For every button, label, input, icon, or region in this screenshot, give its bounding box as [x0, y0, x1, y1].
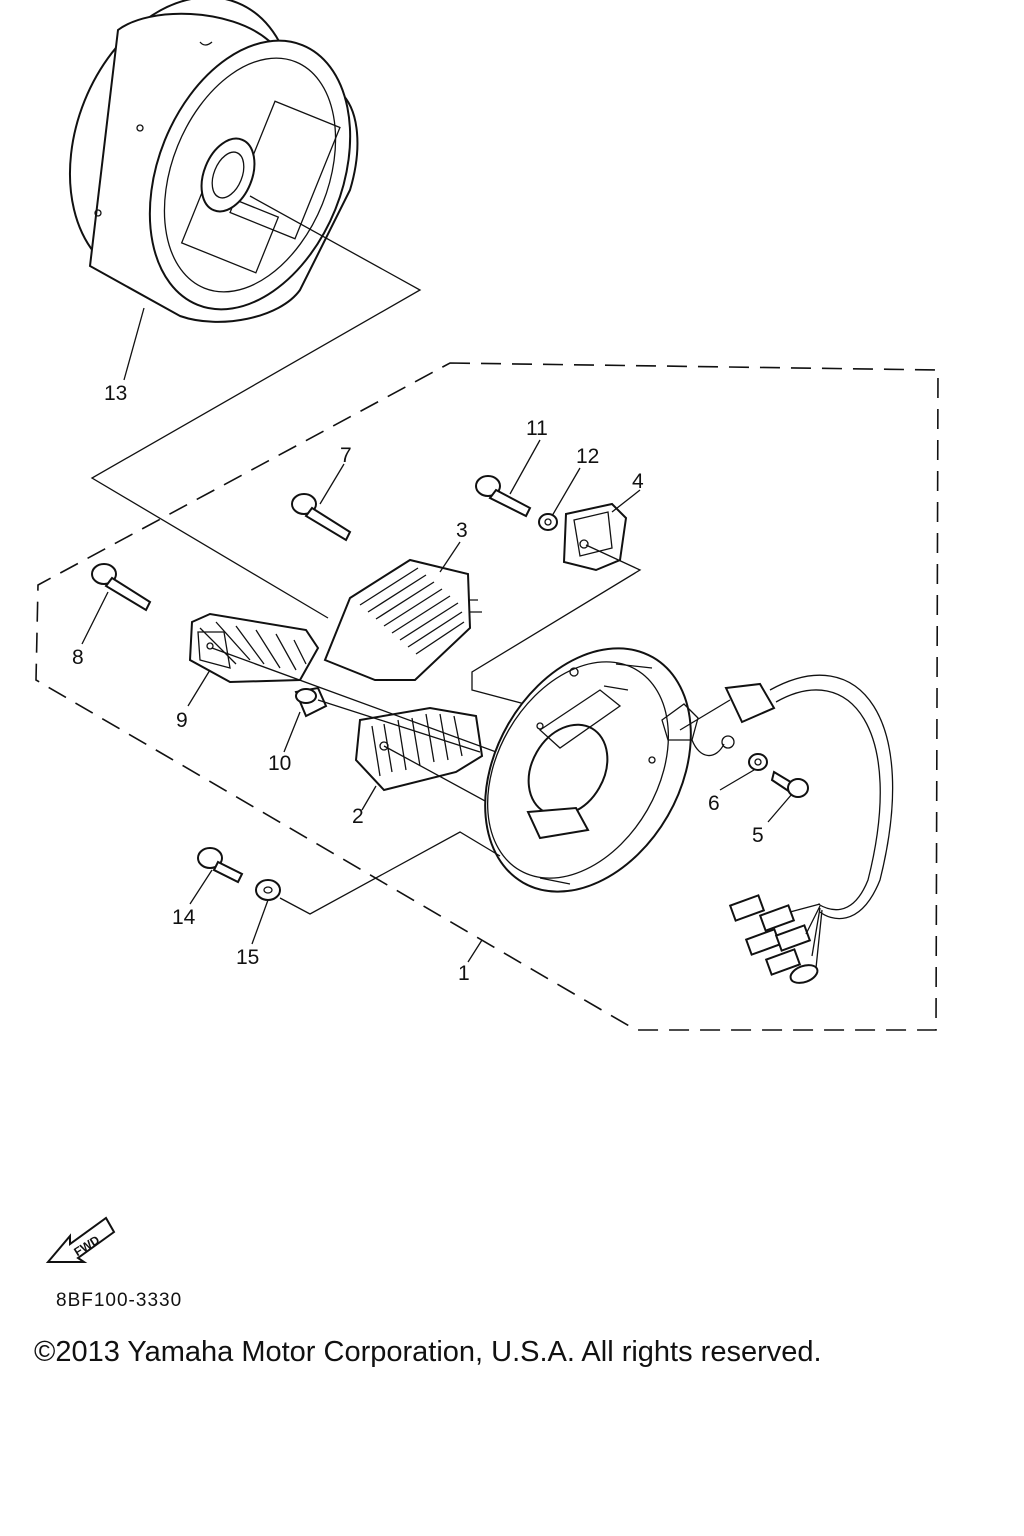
part-7-screw — [291, 493, 352, 542]
callout-leaders — [81, 307, 793, 963]
part-15-washer — [255, 879, 281, 901]
fwd-arrow-icon: FWD — [45, 1216, 116, 1263]
callout-3: 3 — [456, 519, 468, 542]
callout-5: 5 — [752, 824, 764, 847]
part-12-washer — [538, 513, 558, 531]
callout-6: 6 — [708, 792, 720, 815]
callout-9: 9 — [176, 709, 188, 732]
part-9-coil — [188, 612, 320, 684]
part-11-screw — [475, 475, 532, 518]
callout-10: 10 — [268, 752, 291, 775]
part-5-screw — [770, 770, 809, 798]
rotor-leader-lines — [90, 195, 422, 619]
callout-1: 1 — [458, 962, 470, 985]
part-4-pulser-coil — [562, 502, 628, 572]
pulser-leader — [471, 544, 642, 709]
part-10-collar — [294, 686, 328, 718]
diagram-code: 8BF100-3330 — [56, 1290, 183, 1311]
callout-13: 13 — [104, 382, 127, 405]
callout-11: 11 — [526, 417, 548, 440]
part-8-screw — [91, 563, 152, 612]
wire-connectors — [728, 894, 823, 984]
callout-2: 2 — [352, 805, 364, 828]
callout-12: 12 — [576, 445, 599, 468]
callout-4: 4 — [632, 470, 644, 493]
part-6-washer — [748, 753, 768, 771]
washer-leader — [279, 831, 501, 915]
copyright-notice: ©2013 Yamaha Motor Corporation, U.S.A. A… — [34, 1336, 822, 1368]
part-14-screw — [197, 847, 244, 884]
callout-7: 7 — [340, 444, 352, 467]
exploded-parts-diagram: 13 11 12 4 7 3 8 9 10 2 6 5 14 15 1 FWD — [35, 0, 939, 1263]
callout-8: 8 — [72, 646, 84, 669]
assembly-boundary — [35, 362, 939, 1031]
part-1-stator-plate — [484, 647, 894, 984]
part-13-flywheel-rotor — [68, 0, 359, 323]
callout-14: 14 — [172, 906, 196, 929]
part-3-main-coil — [323, 558, 482, 681]
callout-15: 15 — [236, 946, 259, 969]
part-2-charge-coil — [354, 706, 484, 792]
